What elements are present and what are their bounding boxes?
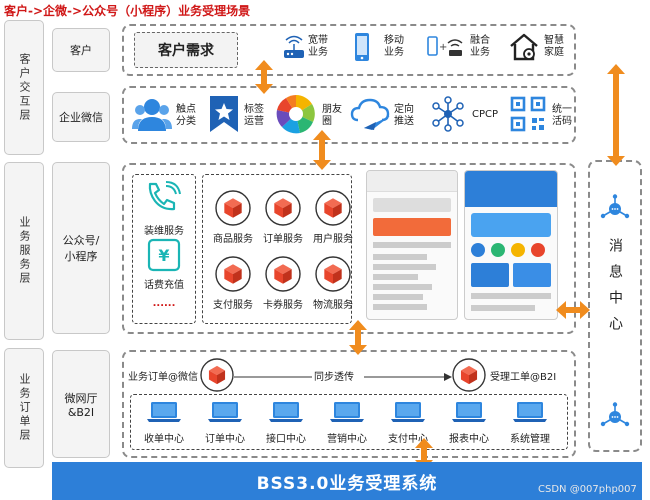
- customer-item-label: 智慧家庭: [544, 35, 564, 58]
- fusion-icon: +: [427, 36, 463, 56]
- service-label: 卡券服务: [263, 300, 303, 311]
- sync-arrow: [234, 373, 452, 381]
- order-cube-icon: [200, 358, 234, 392]
- row-label: 企业微信: [59, 111, 103, 124]
- wecom-item-label: 触点分类: [176, 104, 196, 127]
- laptop-icon: [330, 402, 364, 422]
- order-right-label: 受理工单@B2I: [490, 372, 557, 383]
- bss-title: BSS3.0业务受理系统: [256, 473, 438, 494]
- wecom-item-label: 朋友圈: [322, 104, 342, 127]
- layer-label: 业务订单层: [18, 373, 31, 443]
- yen-card-icon: ¥: [147, 238, 181, 272]
- service-cube-icon: [315, 190, 351, 226]
- service-label: 订单服务: [263, 234, 303, 245]
- row-wecom: 企业微信: [52, 92, 110, 142]
- center-label: 营销中心: [327, 434, 367, 445]
- service-label: 物流服务: [313, 300, 353, 311]
- service-cube-icon: [265, 190, 301, 226]
- center-label: 系统管理: [510, 434, 550, 445]
- center-label: 订单中心: [205, 434, 245, 445]
- arrow-service-message: [556, 301, 590, 319]
- wecom-item-label: 统一活码: [552, 104, 572, 127]
- service-label: 商品服务: [213, 234, 253, 245]
- service-cube-icon: [215, 256, 251, 292]
- center-label: 支付中心: [388, 434, 428, 445]
- layer-customer-interaction: 客户交互层: [4, 20, 44, 155]
- phone-service-icon: [148, 181, 181, 211]
- svg-text:¥: ¥: [158, 246, 169, 265]
- tag-icon: [210, 96, 238, 132]
- mini-program-screenshot-1: [366, 170, 458, 320]
- center-label: 报表中心: [449, 434, 489, 445]
- arrow-service-order: [349, 320, 367, 355]
- smart-home-icon: [510, 33, 538, 61]
- message-center-title: 消息中心: [607, 238, 623, 342]
- qrcode-icon: [510, 96, 546, 132]
- row-official-account: 公众号/小程序: [52, 162, 110, 334]
- wecom-item-label: 标签运营: [244, 104, 264, 127]
- message-network-icon: [600, 194, 630, 219]
- wecom-item-label: 定向推送: [394, 104, 414, 127]
- network-icon: [432, 96, 464, 132]
- layer-label: 客户交互层: [18, 52, 31, 123]
- page-title: 客户->企微->公众号（小程序）业务受理场景: [4, 4, 251, 18]
- row-label: 公众号/小程序: [62, 234, 100, 263]
- message-network-icon: [600, 402, 630, 427]
- customer-item-label: 宽带业务: [308, 35, 328, 58]
- laptop-icon: [208, 402, 242, 422]
- service-label: 用户服务: [313, 234, 353, 245]
- service-label: 支付服务: [213, 300, 253, 311]
- layer-business-service: 业务服务层: [4, 162, 44, 340]
- mini-program-screenshot-2: [464, 170, 558, 320]
- arrow-wecom-service: [313, 130, 331, 170]
- service-cube-icon: [315, 256, 351, 292]
- row-label: 微网厅&B2I: [64, 391, 98, 419]
- users-icon: [132, 99, 172, 131]
- order-cube-icon: [452, 358, 486, 392]
- router-icon: [284, 35, 304, 58]
- moments-icon: [276, 95, 315, 134]
- service-cube-icon: [265, 256, 301, 292]
- bss-system-bar: BSS3.0业务受理系统: [52, 462, 642, 500]
- sync-label: 同步透传: [314, 372, 354, 383]
- arrow-customer-message: [607, 64, 625, 166]
- left-service-label: 话费充值: [144, 280, 184, 291]
- customer-item-label: 融合业务: [470, 35, 490, 58]
- cloud-send-icon: [350, 98, 390, 130]
- watermark: CSDN @007php007: [538, 484, 637, 495]
- svg-text:+: +: [439, 42, 447, 53]
- message-center-title-wrap: 消息中心: [600, 238, 630, 342]
- mobile-icon: [355, 33, 369, 61]
- wecom-panel: [122, 86, 576, 144]
- row-customer: 客户: [52, 28, 110, 72]
- service-cube-icon: [215, 190, 251, 226]
- left-service-group: [132, 174, 196, 324]
- customer-demand: 客户需求: [134, 32, 238, 68]
- laptop-icon: [391, 402, 425, 422]
- customer-item-label: 移动业务: [384, 35, 404, 58]
- more-ellipsis: ......: [152, 298, 176, 309]
- arrow-customer-wecom: [255, 60, 273, 94]
- row-label: 客户: [70, 44, 92, 57]
- laptop-icon: [147, 402, 181, 422]
- row-micro-hall: 微网厅&B2I: [52, 350, 110, 458]
- left-service-label: 装维服务: [144, 226, 184, 237]
- laptop-icon: [513, 402, 547, 422]
- wecom-item-label: CPCP: [472, 109, 499, 120]
- layer-business-order: 业务订单层: [4, 348, 44, 468]
- layer-label: 业务服务层: [18, 216, 31, 286]
- laptop-icon: [269, 402, 303, 422]
- order-left-label: 业务订单@微信: [128, 372, 198, 383]
- center-label: 接口中心: [266, 434, 306, 445]
- laptop-icon: [452, 402, 486, 422]
- center-label: 收单中心: [144, 434, 184, 445]
